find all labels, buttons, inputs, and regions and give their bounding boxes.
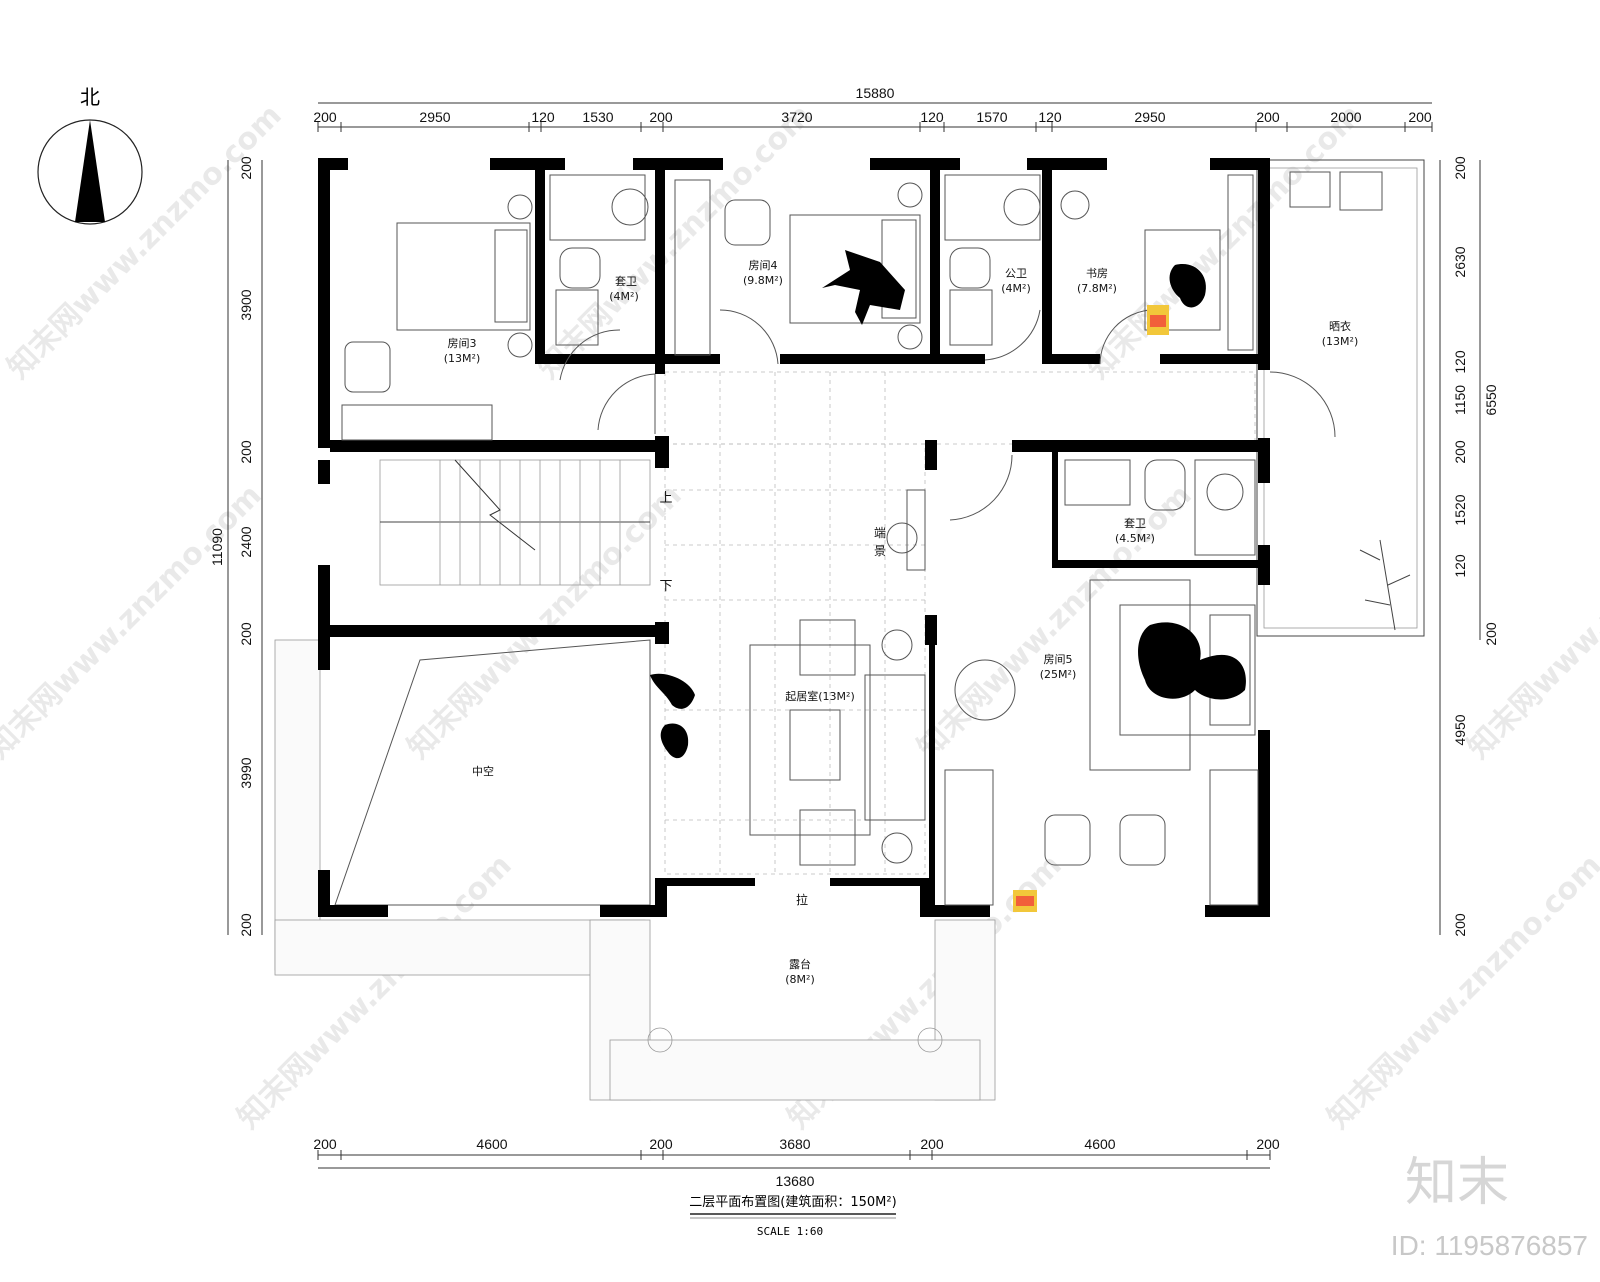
room5-name: 房间5 bbox=[1044, 653, 1073, 666]
left-seg-4: 2400 bbox=[238, 526, 254, 557]
bottom-seg-4: 3680 bbox=[779, 1136, 810, 1152]
study-area: (7.8M²) bbox=[1077, 282, 1117, 295]
watermark-text-10: 知末网www.znzmo.com bbox=[1321, 848, 1600, 1136]
feature-label-1: 端 bbox=[874, 526, 886, 540]
feature-label-2: 景 bbox=[874, 544, 886, 558]
right-seg-8: 200 bbox=[1483, 622, 1499, 646]
void-name: 中空 bbox=[472, 764, 494, 778]
north-arrow: 北 bbox=[37, 85, 143, 225]
watermark-text-8: 知末网www.znzmo.com bbox=[231, 848, 519, 1136]
bottom-total: 13680 bbox=[776, 1173, 815, 1189]
left-seg-6: 3990 bbox=[238, 757, 254, 788]
bottom-dimensions: 200 4600 200 3680 200 4600 200 13680 bbox=[313, 1136, 1280, 1189]
terrace-hatch bbox=[274, 639, 996, 1101]
left-seg-2: 3900 bbox=[238, 289, 254, 320]
left-seg-1: 200 bbox=[238, 156, 254, 180]
room3-name: 房间3 bbox=[448, 337, 477, 350]
top-seg-3: 120 bbox=[531, 109, 555, 125]
stair-up-label: 上 bbox=[659, 491, 672, 506]
terrace-area: (8M²) bbox=[785, 973, 814, 986]
sliding-door-label: 拉 bbox=[796, 892, 808, 907]
left-total: 11090 bbox=[209, 528, 225, 566]
top-total: 15880 bbox=[856, 85, 895, 101]
bottom-seg-7: 200 bbox=[1256, 1136, 1280, 1152]
ensuite-a-area: (4M²) bbox=[609, 290, 638, 303]
left-dimensions: 200 3900 200 2400 200 3990 200 11090 bbox=[209, 156, 263, 937]
stair-down-label: 下 bbox=[659, 579, 672, 594]
top-seg-1: 200 bbox=[313, 109, 337, 125]
bottom-seg-2: 4600 bbox=[476, 1136, 507, 1152]
title-main: 二层平面布置图(建筑面积：150M²) bbox=[689, 1194, 896, 1210]
public-wc-name: 公卫 bbox=[1005, 267, 1027, 280]
right-seg-6: 1520 bbox=[1452, 494, 1468, 525]
top-seg-11: 200 bbox=[1256, 109, 1280, 125]
ensuite-b-area: (4.5M²) bbox=[1115, 532, 1155, 545]
fixtures bbox=[549, 171, 1383, 556]
drying-name: 晒衣 bbox=[1329, 319, 1351, 333]
top-seg-13: 200 bbox=[1408, 109, 1432, 125]
room5-area: (25M²) bbox=[1040, 668, 1076, 681]
right-total: 6550 bbox=[1483, 384, 1499, 415]
furniture bbox=[341, 174, 1259, 906]
top-seg-5: 200 bbox=[649, 109, 673, 125]
markers bbox=[1013, 305, 1169, 912]
terrace-name: 露台 bbox=[789, 957, 811, 971]
study-name: 书房 bbox=[1086, 267, 1108, 280]
top-dimensions: 15880 200 2950 120 1530 200 3720 120 157… bbox=[313, 85, 1433, 132]
room-labels: 房间3 (13M²) 套卫 (4M²) 房间4 (9.8M²) 公卫 (4M²)… bbox=[444, 259, 1358, 986]
plant-drawing bbox=[1359, 539, 1411, 631]
ensuite-b-name: 套卫 bbox=[1124, 517, 1146, 530]
drawing-title: 二层平面布置图(建筑面积：150M²) SCALE 1:60 bbox=[689, 1194, 896, 1238]
drying-area: (13M²) bbox=[1322, 335, 1358, 348]
right-seg-1: 200 bbox=[1452, 156, 1468, 180]
top-seg-10: 2950 bbox=[1134, 109, 1165, 125]
right-seg-2: 2630 bbox=[1452, 246, 1468, 277]
watermark-text-5: 知末网www.znzmo.com bbox=[401, 478, 689, 766]
drying-balcony-outline bbox=[1256, 159, 1425, 637]
left-seg-3: 200 bbox=[238, 440, 254, 464]
title-scale: SCALE 1:60 bbox=[757, 1225, 823, 1238]
left-seg-7: 200 bbox=[238, 913, 254, 937]
right-seg-3: 120 bbox=[1452, 350, 1468, 374]
room3-area: (13M²) bbox=[444, 352, 480, 365]
brand-watermark: 知末 ID: 1195876857 bbox=[1391, 1153, 1588, 1261]
top-seg-4: 1530 bbox=[582, 109, 613, 125]
brand-logo-text: 知末 bbox=[1405, 1153, 1509, 1213]
top-seg-7: 120 bbox=[920, 109, 944, 125]
watermark-text-7: 知末网www.znzmo.com bbox=[1461, 478, 1600, 766]
room4-area: (9.8M²) bbox=[743, 274, 783, 287]
right-seg-5: 200 bbox=[1452, 440, 1468, 464]
left-seg-5: 200 bbox=[238, 622, 254, 646]
ensuite-a-name: 套卫 bbox=[615, 275, 637, 288]
bottom-seg-5: 200 bbox=[920, 1136, 944, 1152]
living-name: 起居室(13M²) bbox=[785, 689, 854, 703]
right-seg-10: 200 bbox=[1452, 913, 1468, 937]
brand-id-text: ID: 1195876857 bbox=[1391, 1230, 1588, 1261]
top-seg-6: 3720 bbox=[781, 109, 812, 125]
top-seg-9: 120 bbox=[1038, 109, 1062, 125]
public-wc-area: (4M²) bbox=[1001, 282, 1030, 295]
north-label: 北 bbox=[80, 85, 100, 109]
walls bbox=[318, 158, 1270, 917]
doors bbox=[559, 309, 1336, 521]
bottom-seg-6: 4600 bbox=[1084, 1136, 1115, 1152]
bottom-seg-1: 200 bbox=[313, 1136, 337, 1152]
top-seg-8: 1570 bbox=[976, 109, 1007, 125]
top-seg-2: 2950 bbox=[419, 109, 450, 125]
bottom-seg-3: 200 bbox=[649, 1136, 673, 1152]
figure-silhouettes bbox=[650, 250, 1246, 759]
room4-name: 房间4 bbox=[749, 259, 778, 272]
right-dimensions: 200 2630 120 1150 200 1520 120 200 4950 … bbox=[1439, 156, 1499, 937]
right-seg-9: 4950 bbox=[1452, 714, 1468, 745]
right-seg-4: 1150 bbox=[1452, 385, 1468, 415]
void-area bbox=[334, 639, 651, 906]
right-seg-7: 120 bbox=[1452, 554, 1468, 578]
top-seg-12: 2000 bbox=[1330, 109, 1361, 125]
watermark-text-1: 知末网www.znzmo.com bbox=[1, 98, 289, 386]
staircase: 上 下 bbox=[379, 459, 673, 594]
